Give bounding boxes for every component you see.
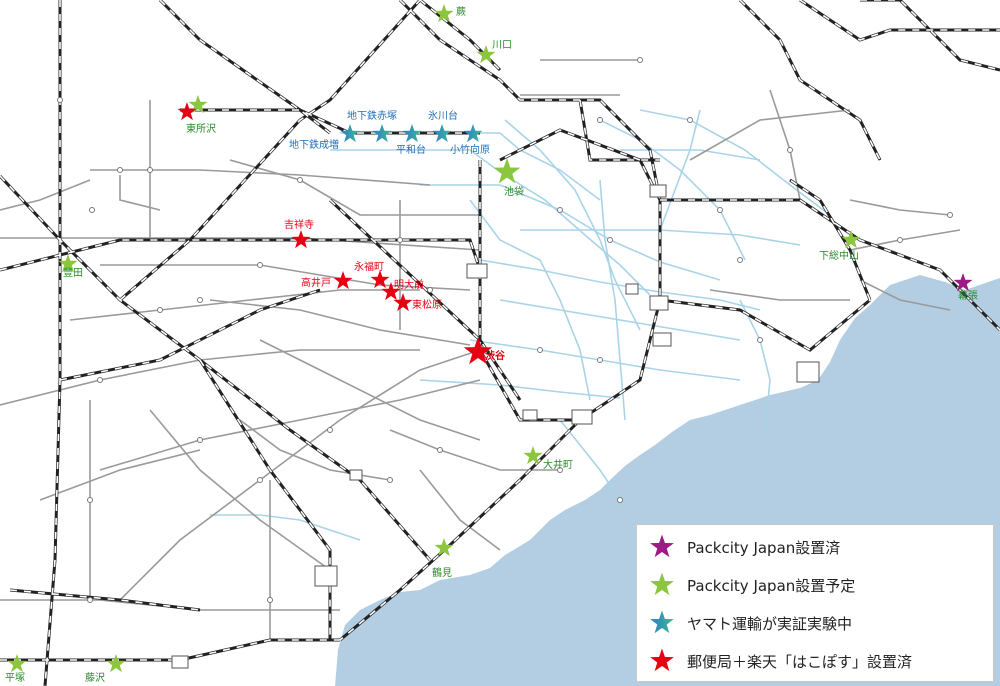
- station-fujisawa: 藤沢: [85, 654, 126, 684]
- station-star-icon: [333, 271, 353, 290]
- station-shimosa-nakayama: 下総中山: [819, 230, 861, 262]
- station-kotake-mukaihara: 小竹向原: [450, 124, 490, 156]
- station-label: 地下鉄赤塚: [347, 109, 397, 122]
- station-label: 平塚: [5, 672, 25, 684]
- station-makuhari: 幕張: [953, 273, 978, 302]
- station-eifukucho: 永福町: [354, 260, 390, 289]
- station-star-icon: [523, 446, 543, 465]
- station-label: 東所沢: [186, 122, 216, 135]
- station-chikatetsu-narimasu: 地下鉄成増: [289, 124, 360, 151]
- station-star-icon: [463, 124, 483, 143]
- station-label: 平和台: [396, 143, 426, 156]
- station-toyoda: 豊田: [58, 254, 83, 279]
- station-tsurumi: 鶴見: [432, 538, 454, 579]
- legend-item-packcity-installed: Packcity Japan設置済: [647, 531, 840, 563]
- station-label: 大井町: [543, 458, 573, 471]
- station-oimachi: 大井町: [523, 446, 573, 471]
- station-label: 藤沢: [85, 671, 105, 684]
- station-label: 川口: [492, 40, 512, 51]
- legend-label: Packcity Japan設置予定: [687, 576, 856, 595]
- station-label: 幕張: [958, 289, 978, 302]
- station-star-icon: [402, 124, 422, 143]
- station-label: 氷川台: [428, 109, 458, 122]
- station-label: 渋谷: [485, 349, 506, 362]
- station-kawaguchi: 川口: [476, 40, 512, 64]
- station-star-icon: [393, 293, 413, 312]
- legend-label: 郵便局＋楽天「はこぽす」設置済: [687, 652, 913, 671]
- station-star-icon: [493, 158, 521, 184]
- station-star-icon: [106, 654, 126, 673]
- station-label: 永福町: [354, 260, 384, 273]
- station-label: 豊田: [63, 266, 83, 279]
- station-ikebukuro: 池袋: [493, 158, 524, 198]
- station-star-icon: [434, 538, 454, 557]
- station-label: 地下鉄成増: [289, 138, 339, 151]
- legend-item-post-rakuten: 郵便局＋楽天「はこぽす」設置済: [647, 645, 912, 677]
- station-star-icon: [291, 230, 311, 249]
- legend-item-yamato-trial: ヤマト運輸が実証実験中: [647, 607, 852, 639]
- station-star-icon: [432, 124, 452, 143]
- station-star-icon: [953, 273, 973, 292]
- station-shibuya: 渋谷: [463, 337, 506, 365]
- legend-label: Packcity Japan設置済: [687, 538, 841, 557]
- red-star-icon: [650, 648, 674, 672]
- station-star-icon: [7, 654, 27, 673]
- blue-green-star-icon: [650, 610, 674, 634]
- station-label: 小竹向原: [450, 143, 490, 156]
- legend-box: Packcity Japan設置済 Packcity Japan設置予定 ヤマト…: [636, 524, 994, 682]
- green-star-icon: [650, 572, 674, 596]
- station-label: 鶴見: [432, 566, 452, 579]
- station-dots: [57, 57, 953, 603]
- station-star-icon: [841, 230, 861, 249]
- station-higashi-tokorozawa: 東所沢: [177, 95, 216, 135]
- station-label: 高井戸: [301, 276, 331, 289]
- station-meidaimae: 明大前: [381, 278, 424, 301]
- station-star-icon: [372, 124, 392, 143]
- station-heiwadai: 平和台: [396, 124, 426, 156]
- legend-item-packcity-planned: Packcity Japan設置予定: [647, 569, 855, 601]
- station-hiratsuka: 平塚: [5, 654, 27, 684]
- station-higashi-matsubara: 東松原: [393, 293, 442, 312]
- legend-label: ヤマト運輸が実証実験中: [687, 614, 853, 633]
- station-label: 下総中山: [819, 249, 859, 262]
- station-hikawadai: 氷川台: [428, 109, 458, 143]
- station-takaido: 高井戸: [301, 271, 353, 290]
- station-label: 池袋: [504, 185, 524, 198]
- station-star-icon: [434, 4, 454, 23]
- station-label: 明大前: [394, 278, 424, 291]
- station-label: 吉祥寺: [284, 218, 314, 231]
- station-warabi: 蕨: [434, 4, 466, 23]
- station-star-icon: [340, 124, 360, 143]
- station-chikatetsu-akatsuka: 地下鉄赤塚: [347, 109, 397, 143]
- station-kichijoji: 吉祥寺: [284, 218, 314, 249]
- station-label: 蕨: [456, 6, 466, 18]
- purple-star-icon: [650, 534, 674, 558]
- hub-station-boxes: [171, 184, 820, 669]
- subway-lines: [210, 109, 831, 541]
- station-label: 東松原: [412, 298, 442, 311]
